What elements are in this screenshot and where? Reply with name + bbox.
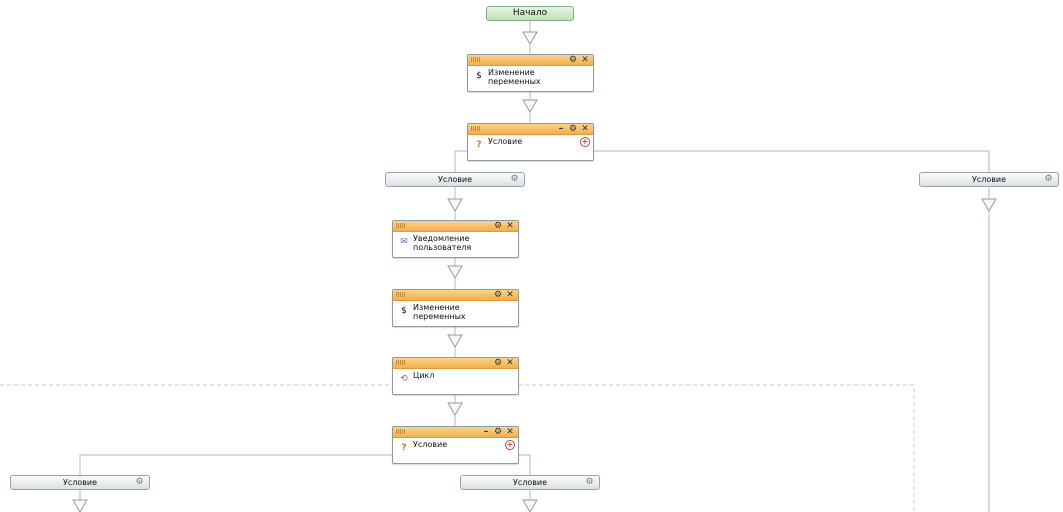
start-label: Начало bbox=[512, 8, 548, 18]
flow-arrow-icon[interactable] bbox=[72, 499, 88, 512]
branch-header[interactable]: Условие ⚙ bbox=[460, 475, 600, 490]
branch-label: Условие bbox=[971, 175, 1007, 184]
branch-settings-gear-icon[interactable]: ⚙ bbox=[135, 477, 144, 487]
branch-header[interactable]: Условие ⚙ bbox=[919, 172, 1059, 187]
branch-header[interactable]: Условие ⚙ bbox=[385, 172, 525, 187]
drag-grip-icon[interactable] bbox=[396, 429, 405, 434]
notify-user-icon: ✉ bbox=[400, 237, 408, 247]
activity-notify-user[interactable]: ⚙ ✕ ✉ Уведомление пользователя bbox=[392, 220, 519, 258]
branch-settings-gear-icon[interactable]: ⚙ bbox=[510, 174, 519, 184]
flow-arrow-icon[interactable] bbox=[447, 198, 463, 212]
activity-label: Изменение переменных bbox=[413, 303, 466, 321]
add-branch-button[interactable]: + bbox=[505, 440, 515, 450]
activity-label: Цикл bbox=[413, 371, 435, 380]
connector-line bbox=[454, 150, 467, 172]
drag-grip-icon[interactable] bbox=[396, 223, 405, 228]
activity-label: Условие bbox=[488, 137, 523, 146]
branch-label: Условие bbox=[512, 478, 548, 487]
minimize-icon[interactable]: – bbox=[558, 124, 564, 134]
activity-condition[interactable]: – ⚙ ✕ ? Условие + bbox=[467, 123, 594, 161]
set-variables-icon: $ bbox=[401, 306, 407, 316]
branch-label: Условие bbox=[437, 175, 473, 184]
activity-header[interactable]: ⚙ ✕ bbox=[393, 290, 518, 301]
activity-header[interactable]: ⚙ ✕ bbox=[393, 358, 518, 369]
minimize-icon[interactable]: – bbox=[483, 427, 489, 437]
connector-line bbox=[593, 150, 990, 172]
flow-arrow-icon[interactable] bbox=[522, 99, 538, 113]
activity-header[interactable]: ⚙ ✕ bbox=[468, 55, 593, 66]
settings-gear-icon[interactable]: ⚙ bbox=[493, 221, 503, 231]
flow-arrow-icon[interactable] bbox=[447, 334, 463, 348]
drag-grip-icon[interactable] bbox=[396, 292, 405, 297]
drag-grip-icon[interactable] bbox=[396, 360, 405, 365]
close-icon[interactable]: ✕ bbox=[506, 221, 514, 231]
condition-icon: ? bbox=[476, 140, 482, 150]
set-variables-icon: $ bbox=[476, 71, 482, 81]
flow-arrow-icon[interactable] bbox=[522, 499, 538, 512]
activity-set-variables[interactable]: ⚙ ✕ $ Изменение переменных bbox=[392, 289, 519, 327]
activity-loop[interactable]: ⚙ ✕ ⟲ Цикл bbox=[392, 357, 519, 395]
close-icon[interactable]: ✕ bbox=[506, 427, 514, 437]
start-node[interactable]: Начало bbox=[486, 6, 574, 21]
close-icon[interactable]: ✕ bbox=[581, 124, 589, 134]
activity-label: Уведомление пользователя bbox=[413, 234, 472, 252]
activity-label: Изменение переменных bbox=[488, 68, 541, 86]
close-icon[interactable]: ✕ bbox=[506, 290, 514, 300]
drag-grip-icon[interactable] bbox=[471, 126, 480, 131]
branch-label: Условие bbox=[62, 478, 98, 487]
activity-header[interactable]: ⚙ ✕ bbox=[393, 221, 518, 232]
condition-icon: ? bbox=[401, 443, 407, 453]
settings-gear-icon[interactable]: ⚙ bbox=[493, 427, 503, 437]
activity-header[interactable]: – ⚙ ✕ bbox=[468, 124, 593, 135]
connector-line bbox=[79, 454, 392, 475]
close-icon[interactable]: ✕ bbox=[506, 358, 514, 368]
flow-arrow-icon[interactable] bbox=[981, 198, 997, 212]
add-branch-button[interactable]: + bbox=[580, 137, 590, 147]
settings-gear-icon[interactable]: ⚙ bbox=[568, 55, 578, 65]
branch-header[interactable]: Условие ⚙ bbox=[10, 475, 150, 490]
loop-icon: ⟲ bbox=[400, 374, 408, 384]
flow-arrow-icon[interactable] bbox=[522, 31, 538, 45]
flow-arrow-icon[interactable] bbox=[447, 402, 463, 416]
activity-header[interactable]: – ⚙ ✕ bbox=[393, 427, 518, 438]
activity-condition[interactable]: – ⚙ ✕ ? Условие + bbox=[392, 426, 519, 464]
branch-settings-gear-icon[interactable]: ⚙ bbox=[1044, 174, 1053, 184]
branch-settings-gear-icon[interactable]: ⚙ bbox=[585, 477, 594, 487]
settings-gear-icon[interactable]: ⚙ bbox=[493, 290, 503, 300]
activity-label: Условие bbox=[413, 440, 448, 449]
connector-line bbox=[518, 454, 531, 475]
activity-set-variables[interactable]: ⚙ ✕ $ Изменение переменных bbox=[467, 54, 594, 92]
settings-gear-icon[interactable]: ⚙ bbox=[493, 358, 503, 368]
drag-grip-icon[interactable] bbox=[471, 57, 480, 62]
loop-boundary bbox=[0, 384, 915, 512]
close-icon[interactable]: ✕ bbox=[581, 55, 589, 65]
settings-gear-icon[interactable]: ⚙ bbox=[568, 124, 578, 134]
flow-arrow-icon[interactable] bbox=[447, 265, 463, 279]
